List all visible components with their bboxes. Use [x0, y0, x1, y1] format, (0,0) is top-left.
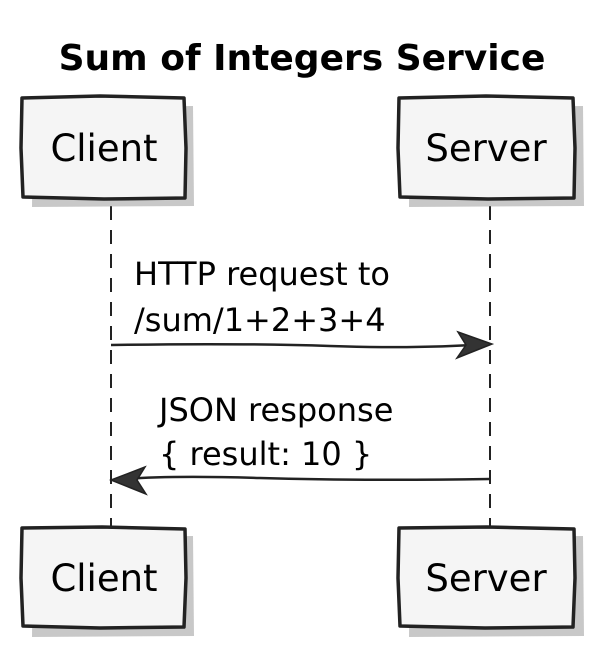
message-response-line-2: { result: 10 } — [159, 435, 372, 473]
diagram-title: Sum of Integers Service — [59, 38, 546, 79]
message-response-arrowhead — [108, 465, 148, 496]
message-response: JSON response { result: 10 } — [108, 391, 491, 496]
participant-label-server: Server — [425, 557, 547, 600]
message-request-arrowhead — [454, 330, 495, 360]
message-request-line-2: /sum/1+2+3+4 — [134, 301, 386, 339]
message-request-line-1: HTTP request to — [134, 255, 390, 293]
participant-box — [19, 525, 188, 630]
message-response-line-1: JSON response — [157, 391, 393, 429]
participant-server-top: Server — [396, 94, 584, 207]
message-response-arrow-line — [115, 475, 491, 482]
message-request-arrow-line — [110, 342, 487, 349]
participant-label-client: Client — [50, 127, 157, 170]
participant-server-bottom: Server — [396, 525, 584, 637]
participant-box — [19, 94, 188, 201]
participant-box — [396, 94, 577, 201]
participant-box — [396, 525, 577, 630]
participant-label-client: Client — [50, 557, 157, 600]
participant-label-server: Server — [425, 127, 547, 170]
message-request: HTTP request to /sum/1+2+3+4 — [110, 255, 495, 360]
participant-client-top: Client — [19, 94, 194, 207]
participant-client-bottom: Client — [19, 525, 194, 637]
